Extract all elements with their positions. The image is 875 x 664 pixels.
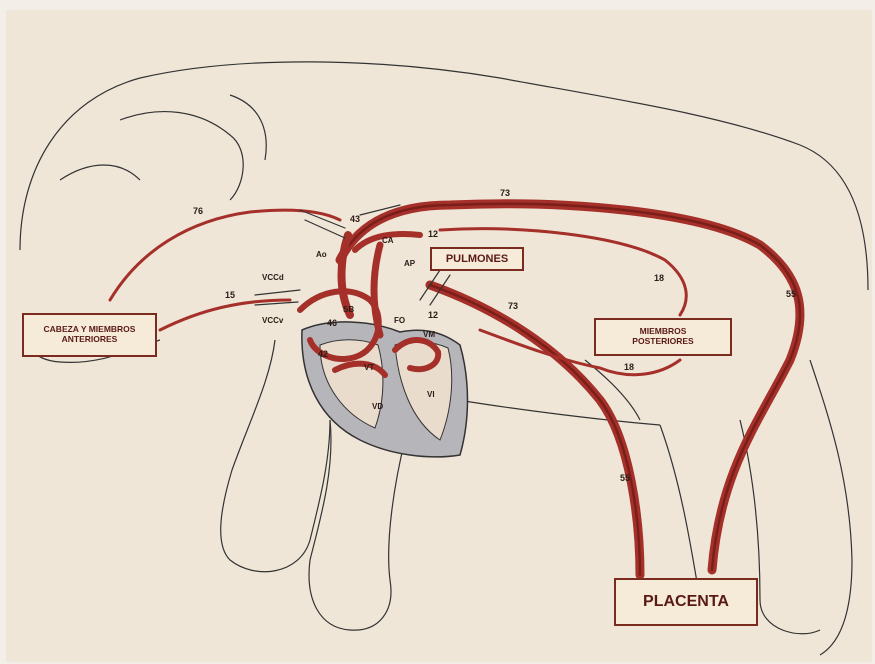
label-vccv: VCCv: [262, 316, 284, 325]
label-ap: AP: [404, 259, 416, 268]
flow-value-73-mid: 73: [508, 301, 518, 311]
box-miembros-posteriores: MIEMBROS POSTERIORES: [594, 318, 732, 356]
flow-value-18-top: 18: [654, 273, 664, 283]
flow-value-12-mid: 12: [428, 310, 438, 320]
flow-value-55-right: 55: [786, 289, 796, 299]
label-fo: FO: [394, 316, 405, 325]
flow-value-12-top: 12: [428, 229, 438, 239]
box-cabeza-line2: ANTERIORES: [62, 335, 118, 345]
label-vccd: VCCd: [262, 273, 284, 282]
label-vm: VM: [423, 330, 435, 339]
flow-value-42: 42: [318, 349, 328, 359]
flow-value-18-bottom: 18: [624, 362, 634, 372]
box-placenta: PLACENTA: [614, 578, 758, 626]
box-miembros-line2: POSTERIORES: [632, 337, 693, 347]
box-cabeza-miembros: CABEZA Y MIEMBROS ANTERIORES: [22, 313, 157, 357]
flow-value-46: 46: [327, 318, 337, 328]
label-vi: VI: [427, 390, 435, 399]
flow-value-76: 76: [193, 206, 203, 216]
label-vt: VT: [364, 363, 374, 372]
box-pulmones-label: PULMONES: [446, 253, 508, 266]
flow-value-43: 43: [350, 214, 360, 224]
label-ca: CA: [382, 236, 394, 245]
label-sb: SB: [343, 305, 354, 314]
label-ao: Ao: [316, 250, 327, 259]
flow-value-15: 15: [225, 290, 235, 300]
flow-value-55-lower: 55: [620, 473, 630, 483]
box-placenta-label: PLACENTA: [643, 593, 729, 611]
box-pulmones: PULMONES: [430, 247, 524, 271]
label-vd: VD: [372, 402, 383, 411]
flow-value-73-top: 73: [500, 188, 510, 198]
